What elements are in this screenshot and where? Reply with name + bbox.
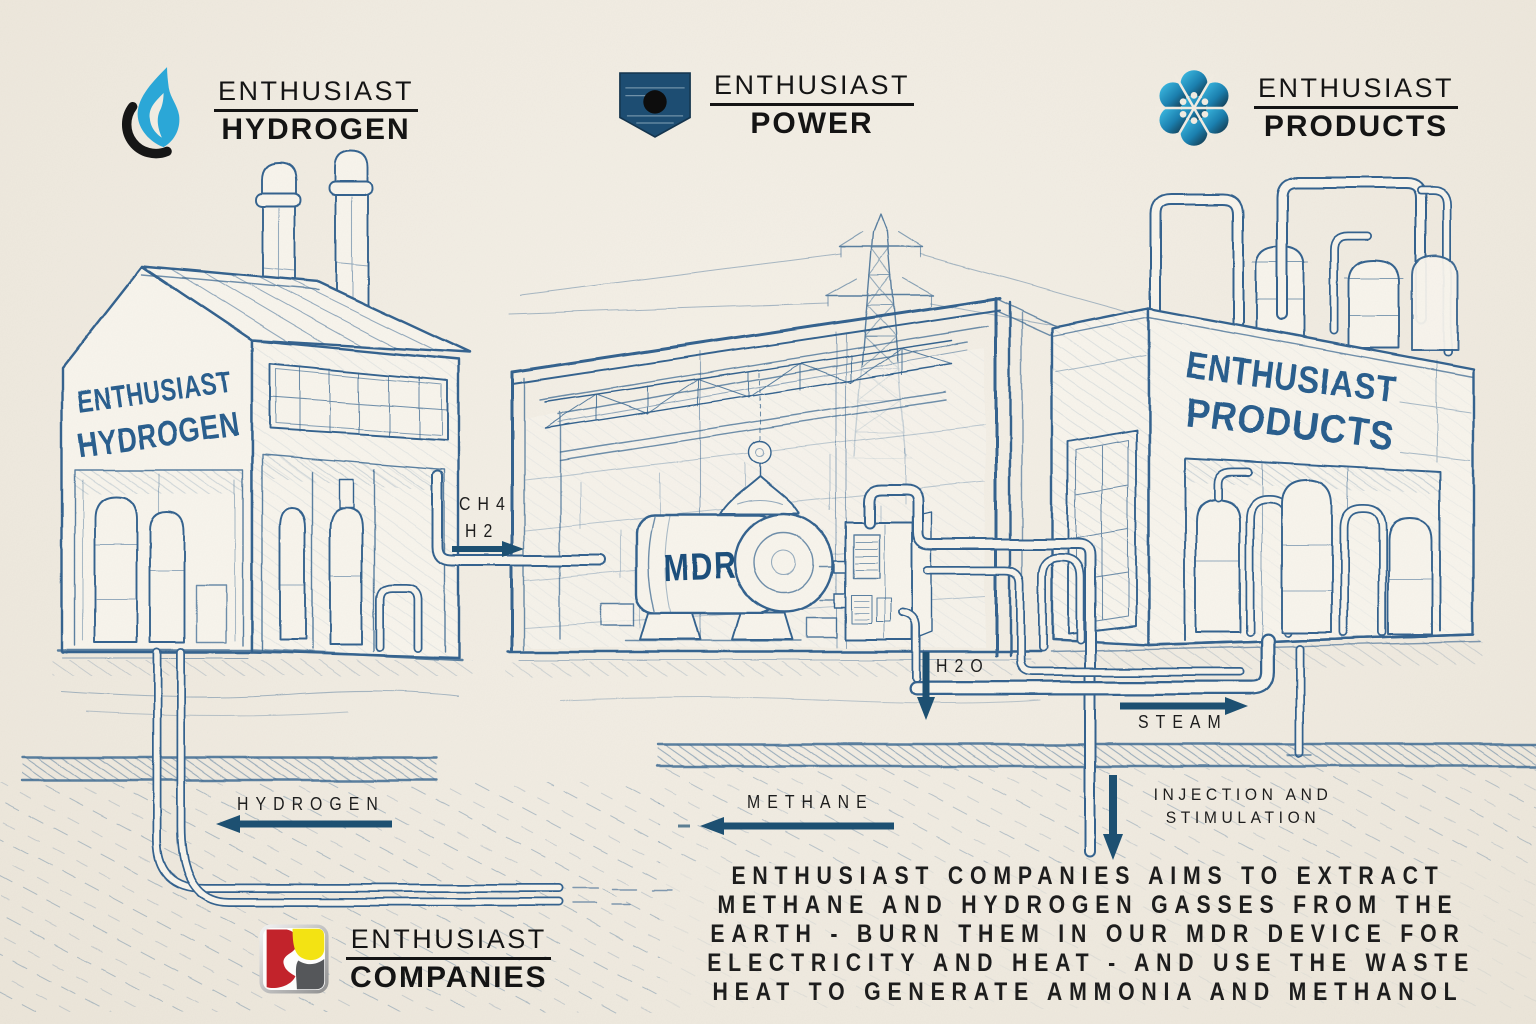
ch4-label: CH4 [459,494,512,514]
companies-brand-logo: ENTHUSIAST COMPANIES [258,922,552,996]
companies-brand-text: ENTHUSIAST COMPANIES [346,923,552,995]
hydrogen-brand-text: ENTHUSIAST HYDROGEN [214,76,418,147]
mission-line: HEAT TO GENERATE AMMONIA AND METHANOL [712,978,1464,1006]
brand-divider [346,956,552,960]
brand-line2: COMPANIES [350,960,548,994]
brand-line1: ENTHUSIAST [350,923,547,954]
injection-label: INJECTION AND STIMULATION [1128,783,1358,829]
injection-label-line1: INJECTION AND [1153,785,1333,804]
brand-line1: ENTHUSIAST [714,70,911,100]
h2-label: H2 [465,521,500,541]
mission-line: ENTHUSIAST COMPANIES AIMS TO EXTRACT [731,862,1445,890]
flame-drop-icon [121,67,180,159]
mission-line: ELECTRICITY AND HEAT - AND USE THE WASTE [707,949,1476,977]
molecule-icon [1155,70,1233,146]
products-brand-logo: ENTHUSIAST PRODUCTS [1150,66,1458,150]
shield-dot-icon [619,72,691,139]
brand-divider [710,103,914,107]
products-brand-text: ENTHUSIAST PRODUCTS [1254,73,1458,144]
mission-statement: ENTHUSIAST COMPANIES AIMS TO EXTRACT MET… [640,862,1536,1007]
brand-line1: ENTHUSIAST [1258,72,1455,103]
power-brand-logo: ENTHUSIAST POWER [616,70,914,141]
color-tile-icon [259,924,329,994]
brand-line2: HYDROGEN [221,112,411,146]
steam-label: STEAM [1138,712,1228,732]
h2o-label: H2O [936,656,990,676]
brand-divider [214,108,418,112]
hydrogen-brand-logo: ENTHUSIAST HYDROGEN [112,62,418,160]
mission-line: EARTH - BURN THEM IN OUR MDR DEVICE FOR [710,920,1466,948]
brand-line1: ENTHUSIAST [218,75,415,106]
methane-label: METHANE [747,792,874,812]
hydrogen-label: HYDROGEN [237,794,385,814]
brand-line2: POWER [750,107,874,141]
power-brand-text: ENTHUSIAST POWER [710,70,914,141]
mission-line: METHANE AND HYDROGEN GASSES FROM THE [717,891,1459,919]
injection-label-line2: STIMULATION [1165,808,1321,827]
brand-divider [1254,105,1458,109]
brand-line2: PRODUCTS [1263,109,1449,143]
